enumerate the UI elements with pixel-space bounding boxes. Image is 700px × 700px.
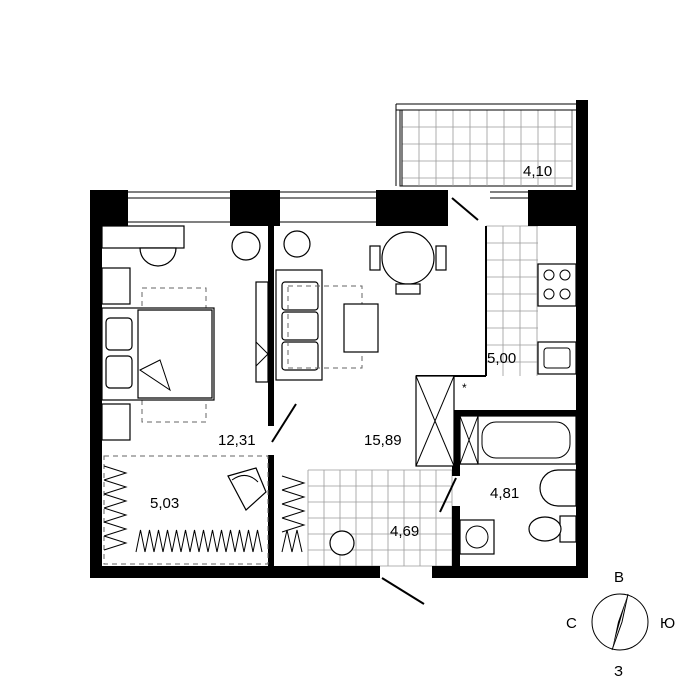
kitchen-floor — [485, 225, 538, 376]
compass: В С Ю З — [566, 569, 675, 680]
area-balcony: 4,10 — [523, 163, 552, 180]
doors — [271, 197, 479, 605]
walls — [90, 100, 588, 578]
hall-floor — [307, 469, 453, 567]
area-living: 15,89 — [364, 432, 402, 449]
area-bedroom: 12,31 — [218, 432, 256, 449]
living-furniture — [275, 230, 447, 381]
compass-needle-icon — [612, 594, 628, 650]
compass-north: В — [614, 569, 624, 586]
compass-ring — [591, 593, 649, 651]
hanger-rail — [281, 529, 303, 553]
area-wardrobe: 5,03 — [150, 495, 179, 512]
area-kitchen: 5,00 — [487, 350, 516, 367]
bathroom-furniture — [459, 415, 577, 555]
compass-west: С — [566, 615, 577, 632]
wardrobe-hall-furniture — [103, 455, 355, 565]
kitchen-furniture: * — [462, 263, 577, 395]
hanger-rail — [103, 465, 128, 551]
area-labels: 4,10 12,31 15,89 5,00 5,03 4,69 4,81 — [150, 163, 552, 540]
area-hall: 4,69 — [390, 523, 419, 540]
svg-text:*: * — [462, 381, 467, 395]
hanger-rail — [281, 475, 306, 533]
compass-east: Ю — [660, 615, 675, 632]
hanger-rail — [135, 529, 263, 553]
area-bathroom: 4,81 — [490, 485, 519, 502]
bedroom-furniture — [101, 225, 269, 441]
compass-south: З — [614, 663, 623, 680]
